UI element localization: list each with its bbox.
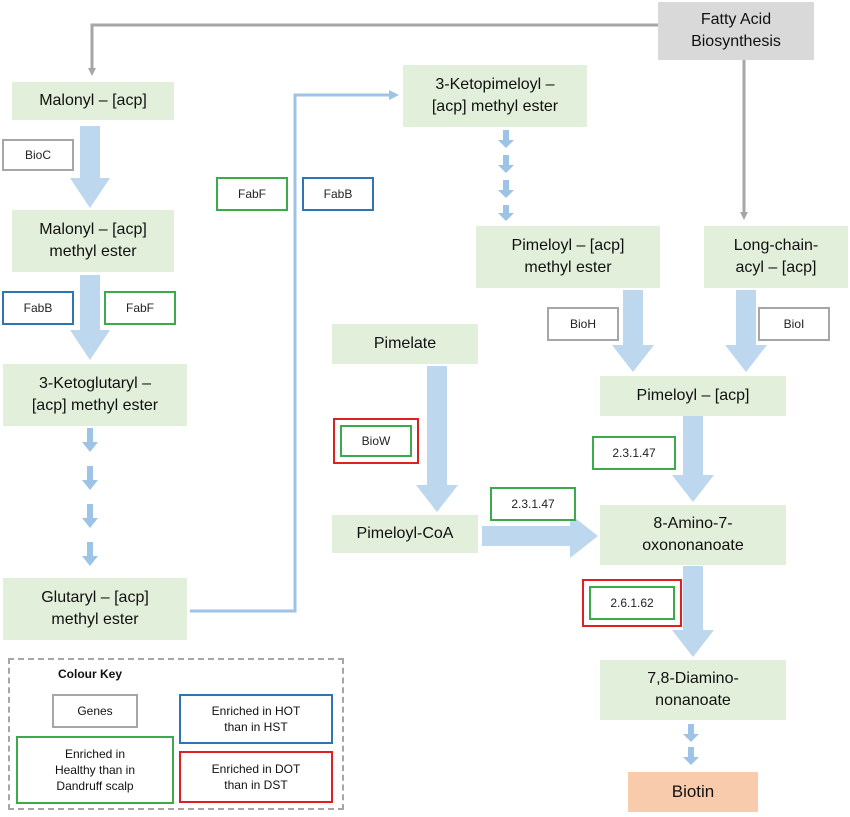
node-long-chain-acyl: Long-chain- acyl – [acp] bbox=[704, 226, 848, 288]
arrow-diamino-to-biotin-1 bbox=[683, 724, 699, 742]
block-arrow-pimelate bbox=[416, 366, 458, 512]
node-malonyl-acp: Malonyl – [acp] bbox=[12, 82, 174, 120]
node-fatty-acid-biosynthesis: Fatty Acid Biosynthesis bbox=[658, 2, 814, 60]
node-pimelate: Pimelate bbox=[332, 324, 478, 364]
colour-key-title: Colour Key bbox=[58, 667, 123, 681]
key-enriched-dot: Enriched in DOT than in DST bbox=[179, 751, 333, 803]
node-3-ketopimeloyl: 3-Ketopimeloyl – [acp] methyl ester bbox=[403, 65, 587, 127]
node-pimeloyl-coa: Pimeloyl-CoA bbox=[332, 515, 478, 553]
gene-biow: BioW bbox=[340, 425, 412, 457]
node-3-ketoglutaryl: 3-Ketoglutaryl – [acp] methyl ester bbox=[3, 364, 187, 426]
block-arrow-amino-to-diamino bbox=[672, 566, 714, 657]
key-genes: Genes bbox=[52, 694, 138, 728]
node-pimeloyl-methyl-ester: Pimeloyl – [acp] methyl ester bbox=[476, 226, 660, 288]
node-biotin: Biotin bbox=[628, 772, 758, 812]
gene-fabf-lower: FabF bbox=[104, 291, 176, 325]
key-enriched-healthy: Enriched in Healthy than in Dandruff sca… bbox=[16, 736, 174, 804]
node-glutaryl: Glutaryl – [acp] methyl ester bbox=[3, 578, 187, 640]
block-arrow-pimeloyl-to-amino bbox=[672, 416, 714, 502]
colour-key-box bbox=[8, 658, 344, 810]
gene-bioc: BioC bbox=[2, 139, 74, 171]
node-8-amino-7-oxononanoate: 8-Amino-7- oxononanoate bbox=[600, 505, 786, 565]
dashed-arrows-right bbox=[498, 130, 514, 221]
block-arrow-bioi bbox=[725, 290, 767, 372]
gray-arrow-to-malonyl bbox=[88, 23, 658, 76]
block-arrow-fab bbox=[70, 275, 110, 360]
enzyme-2-3-1-47-left: 2.3.1.47 bbox=[490, 487, 576, 521]
gene-bioi: BioI bbox=[758, 307, 830, 341]
gene-fabf-upper: FabF bbox=[216, 177, 288, 211]
node-malonyl-methyl-ester: Malonyl – [acp] methyl ester bbox=[12, 210, 174, 272]
node-7-8-diaminononanoate: 7,8-Diamino- nonanoate bbox=[600, 660, 786, 720]
block-arrow-bioh bbox=[612, 290, 654, 372]
gene-fabb-upper: FabB bbox=[302, 177, 374, 211]
arrow-diamino-to-biotin-2 bbox=[683, 747, 699, 765]
dashed-arrows-left bbox=[82, 428, 98, 566]
node-pimeloyl-acp: Pimeloyl – [acp] bbox=[600, 376, 786, 416]
key-enriched-hot: Enriched in HOT than in HST bbox=[179, 694, 333, 744]
block-arrow-coa-to-amino bbox=[482, 514, 598, 558]
line-glutaryl-to-ketopimeloyl bbox=[190, 90, 399, 613]
enzyme-2-3-1-47-right: 2.3.1.47 bbox=[592, 436, 676, 470]
gene-fabb-lower: FabB bbox=[2, 291, 74, 325]
gene-bioh: BioH bbox=[547, 307, 619, 341]
enzyme-2-6-1-62: 2.6.1.62 bbox=[589, 586, 675, 620]
block-arrow-bioc bbox=[70, 126, 110, 208]
